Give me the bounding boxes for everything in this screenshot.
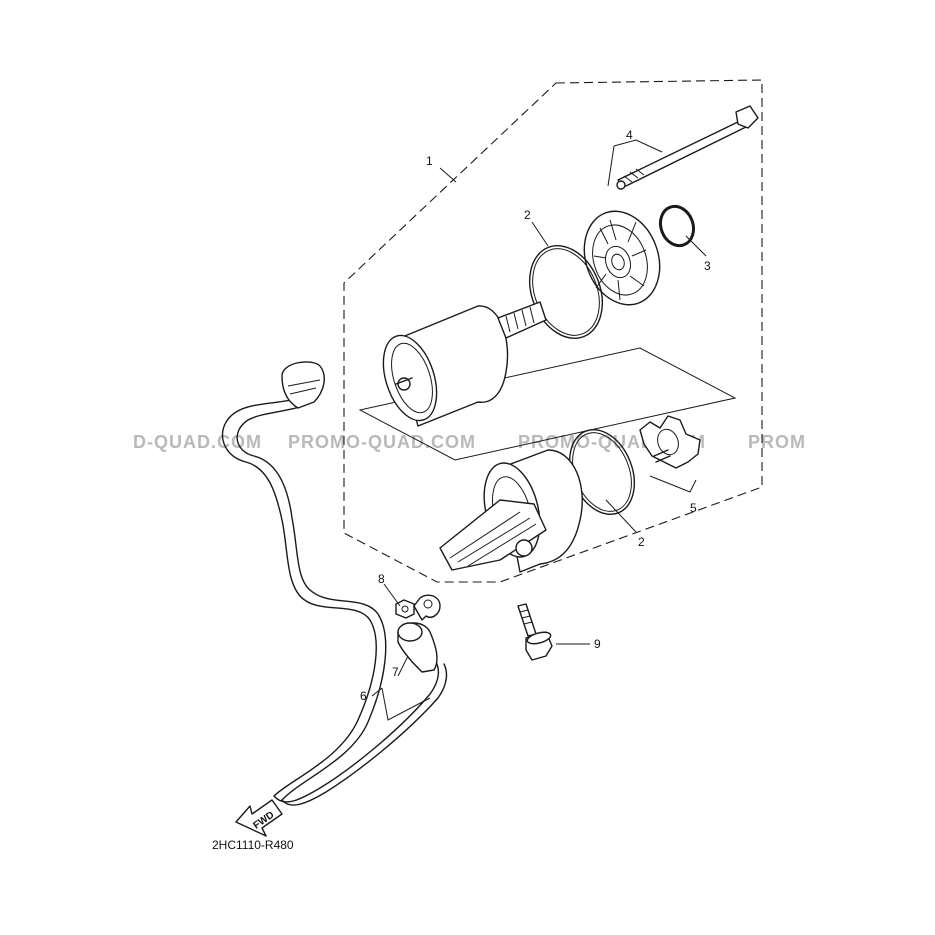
terminal-cover (397, 594, 441, 673)
front-cover (439, 449, 583, 573)
callout-9: 9 (594, 637, 601, 651)
diagram-code: 2HC1110-R480 (212, 838, 294, 852)
callout-3: 3 (704, 259, 711, 273)
callout-7: 7 (392, 665, 399, 679)
watermark-text-left: D-QUAD.COM (133, 432, 262, 452)
callout-2-upper: 2 (524, 208, 531, 222)
starter-cable (221, 361, 448, 806)
callout-5: 5 (690, 501, 697, 515)
watermark-text-edge: PROM (748, 432, 806, 452)
leader-lines (371, 139, 707, 721)
watermark: D-QUAD.COM PROMO-QUAD.COM PROMO-QUAD.COM… (133, 432, 806, 452)
brush-holder-gear (639, 415, 701, 469)
callout-8: 8 (378, 572, 385, 586)
callouts: 1 2 3 4 2 5 6 7 8 9 (360, 128, 711, 703)
through-bolt (616, 105, 759, 190)
assembly-boundary (343, 79, 763, 583)
forward-arrow-icon: FWD (235, 799, 283, 837)
watermark-text-center: PROMO-QUAD.COM (288, 432, 476, 452)
o-ring-small (658, 204, 696, 248)
subassembly-plane (358, 347, 737, 461)
mounting-bolt (517, 603, 553, 661)
callout-1: 1 (426, 154, 433, 168)
callout-4: 4 (626, 128, 633, 142)
rear-cover (583, 210, 661, 306)
callout-2-lower: 2 (638, 535, 645, 549)
callout-6: 6 (360, 689, 367, 703)
terminal-nut (395, 599, 415, 619)
motor-yoke (382, 301, 547, 427)
